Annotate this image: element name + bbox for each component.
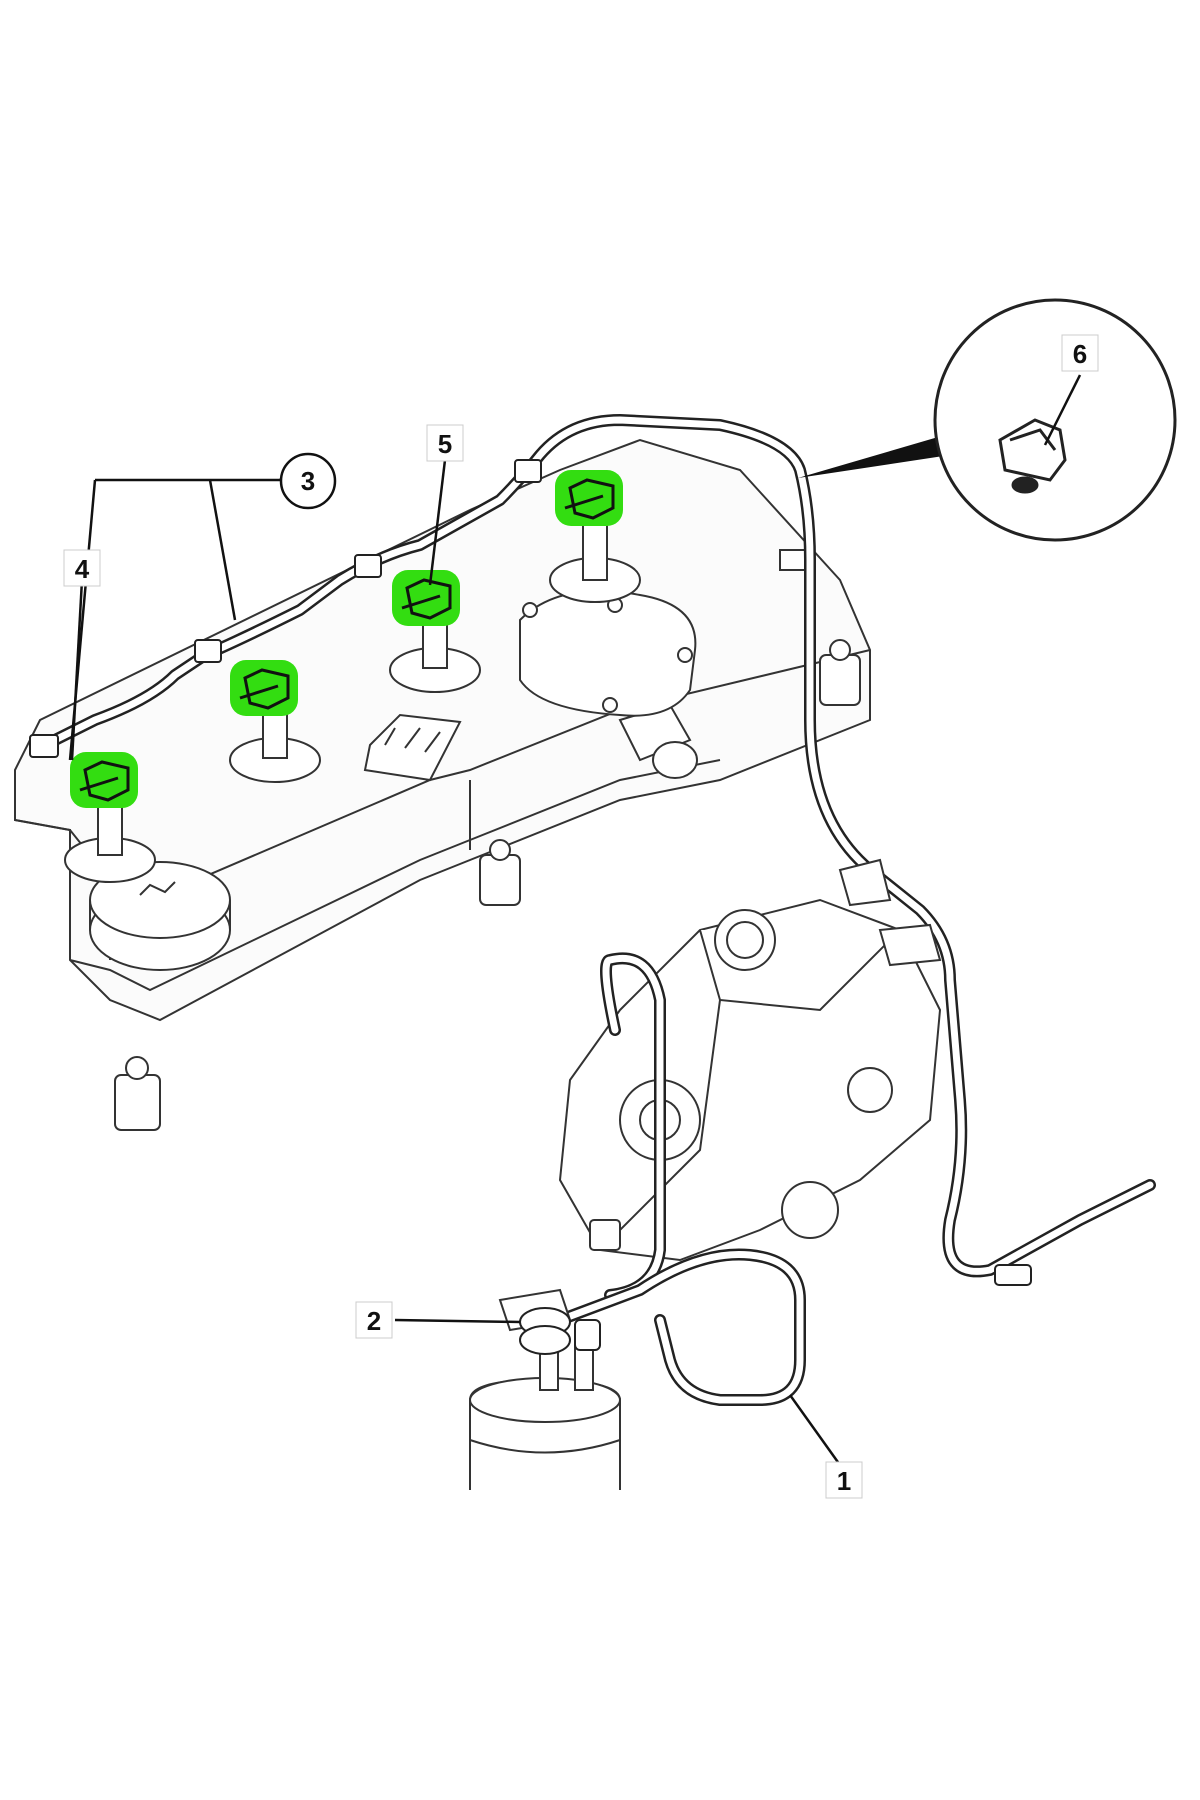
- breather-pipe: [618, 703, 698, 779]
- injector-clip-4: [555, 470, 623, 526]
- logo-plate: [363, 713, 462, 782]
- loop-pipe: [554, 1248, 806, 1406]
- leader-5: [428, 459, 447, 586]
- injector-clip-2: [230, 660, 298, 716]
- fuel-filter: [469, 1288, 621, 1490]
- injector-clip-highlights: [70, 470, 623, 808]
- leader-2: [394, 1318, 521, 1324]
- injector-clip-3: [392, 570, 460, 626]
- callout-4-text: 4: [75, 554, 90, 584]
- leader-3-right: [208, 479, 237, 621]
- vacuum-pump-cover: [519, 589, 697, 717]
- detail-inset: [798, 298, 1177, 542]
- callout-5: 5: [426, 424, 464, 462]
- callout-2: 2: [355, 1301, 393, 1339]
- leak-off-pipe: [39, 414, 1156, 1278]
- callout-2-text: 2: [367, 1306, 381, 1336]
- callout-6-text: 6: [1073, 339, 1087, 369]
- leader-6: [1043, 374, 1082, 446]
- callout-1-text: 1: [837, 1466, 851, 1496]
- injector-clip-1: [70, 752, 138, 808]
- leader-lines: [68, 374, 1082, 1466]
- callout-3-text: 3: [301, 466, 315, 496]
- cover-bolts: [114, 549, 861, 1131]
- leader-4: [70, 579, 84, 761]
- injection-pump: [558, 858, 942, 1262]
- callout-1: 1: [825, 1461, 863, 1499]
- callout-5-text: 5: [438, 429, 452, 459]
- leader-1: [788, 1394, 842, 1466]
- callout-6: 6: [1061, 334, 1099, 372]
- callout-4: 4: [63, 549, 101, 587]
- callout-3: 3: [279, 452, 337, 510]
